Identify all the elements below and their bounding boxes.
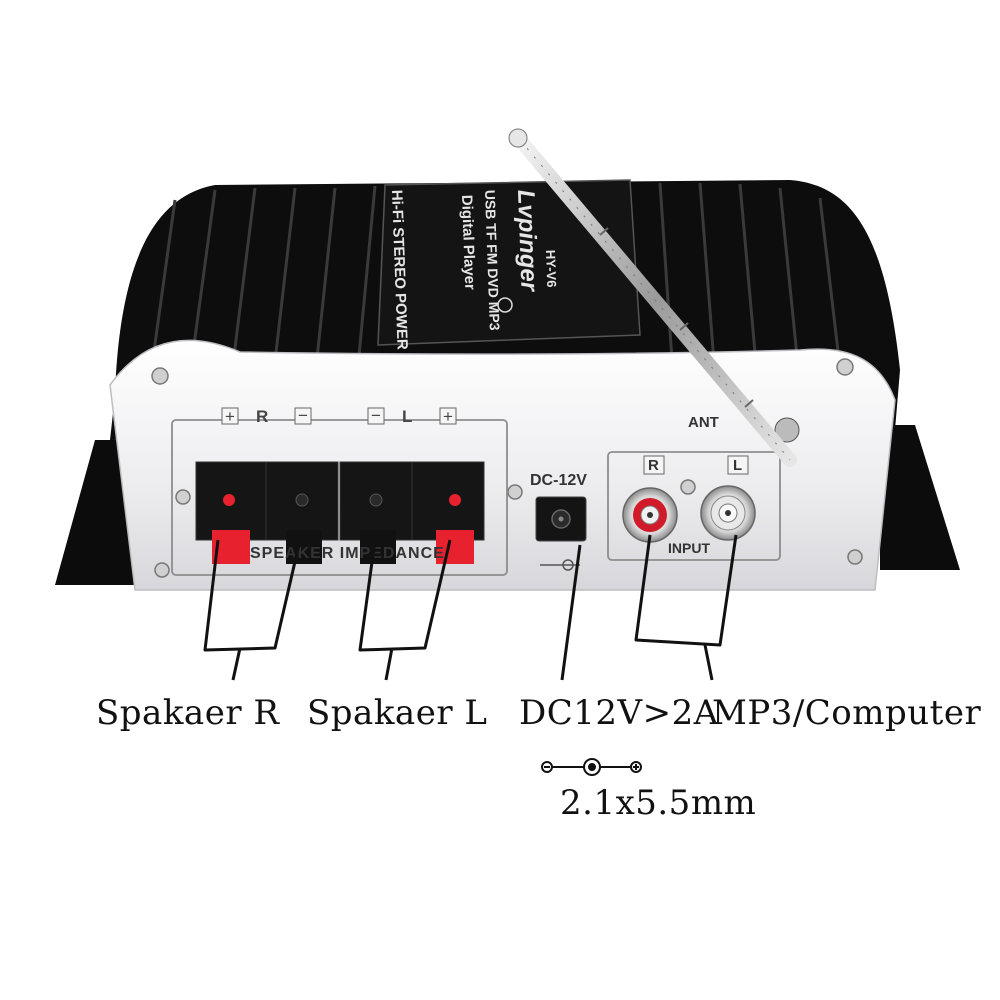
panel-screws [151, 358, 863, 578]
name-plate [377, 179, 641, 346]
speaker-impedance-caption: SPEAKER IMPEDANCE [250, 545, 445, 562]
screw-icon [847, 549, 863, 565]
dc-annotation: DC12V>2A [519, 693, 719, 733]
rca-l-letter: L [733, 457, 742, 474]
plug-polarity-icon [541, 758, 642, 776]
terminal-l-plus[interactable] [411, 461, 485, 541]
screw-icon [836, 358, 854, 376]
speaker-r-annotation: Spakaer R [96, 693, 280, 733]
screw-icon [680, 479, 696, 495]
brand-logo: Lvpinger [512, 189, 543, 293]
speaker-panel-frame [171, 419, 508, 576]
rca-jack-red[interactable] [622, 487, 678, 543]
minus-sign-r: − [298, 406, 308, 425]
speaker-l-letter: L [402, 407, 412, 426]
screw-icon [175, 489, 191, 505]
plus-sign-r: + [225, 407, 235, 426]
annotation-lines [203, 534, 738, 681]
terminal-lever-black[interactable] [286, 530, 322, 564]
left-mount-bracket [55, 440, 140, 585]
plate-line-3: Digital Player [458, 195, 478, 291]
input-caption: INPUT [668, 540, 710, 556]
dc-jack-label: DC-12V [530, 472, 587, 489]
speaker-polarity-row: + R − − L + [221, 406, 457, 426]
terminal-lever-red[interactable] [436, 530, 474, 564]
antenna-label: ANT [688, 414, 719, 431]
speaker-r-letter: R [256, 407, 268, 426]
dc-line [560, 544, 582, 681]
model-number: HY-V6 [543, 250, 559, 288]
rca-jack-white[interactable] [700, 485, 756, 541]
speaker-l-annotation: Spakaer L [307, 693, 488, 733]
plug-size-annotation: 2.1x5.5mm [560, 783, 757, 823]
screw-icon [151, 367, 169, 385]
speaker-terminals [195, 461, 485, 564]
input-bracket [634, 534, 738, 647]
minus-sign-l: − [371, 406, 381, 425]
dc-polarity-icon [540, 559, 580, 571]
screw-icon [507, 484, 523, 500]
plate-line-2: USB TF FM DVD MP3 [482, 190, 503, 331]
telescopic-antenna[interactable] [508, 128, 797, 467]
bluetooth-icon [497, 297, 513, 313]
screw-icon [154, 562, 170, 578]
heatsink-fins [148, 182, 842, 381]
terminal-lever-black[interactable] [360, 530, 396, 564]
plus-sign-l: + [443, 407, 453, 426]
antenna-socket [774, 417, 800, 443]
rca-input-panel-frame [607, 451, 781, 561]
input-annotation: MP3/Computer [712, 693, 982, 733]
right-mount-bracket [880, 425, 960, 570]
rca-r-letter: R [648, 457, 659, 474]
